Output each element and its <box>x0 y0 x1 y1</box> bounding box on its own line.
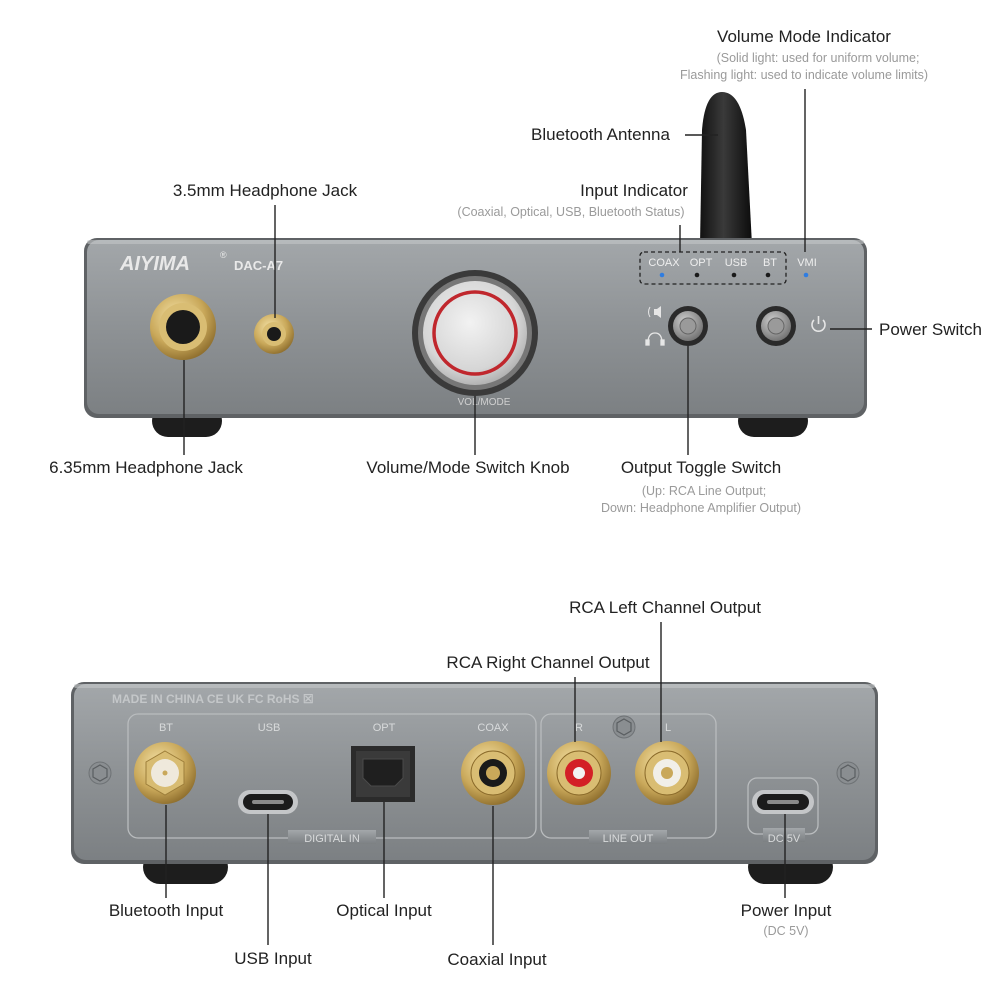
model-name: DAC-A7 <box>234 258 283 273</box>
callout-volume-knob: Volume/Mode Switch Knob <box>366 458 570 477</box>
callout-rca-right: RCA Right Channel Output <box>446 653 650 672</box>
callout-optical-input: Optical Input <box>336 901 432 920</box>
port-label-coax: COAX <box>477 722 509 734</box>
optical-input-port <box>351 746 415 802</box>
volume-mode-knob <box>412 270 538 396</box>
indicator-coax-label: COAX <box>648 257 680 269</box>
power-switch <box>756 306 796 346</box>
indicator-bt-label: BT <box>763 257 777 269</box>
indicator-bt-led <box>765 272 771 278</box>
bluetooth-input-port <box>134 742 196 804</box>
headphone-jack-635 <box>150 294 216 360</box>
callout-power-switch: Power Switch <box>879 320 982 339</box>
usb-input-port <box>238 790 298 814</box>
callout-vmi-note-1: (Solid light: used for uniform volume; <box>716 51 920 65</box>
indicator-usb-label: USB <box>725 257 748 269</box>
callout-bluetooth-input: Bluetooth Input <box>108 901 224 920</box>
callout-coaxial-input: Coaxial Input <box>447 950 547 969</box>
certification-marks: MADE IN CHINA CE UK FC RoHS ☒ <box>112 692 314 706</box>
callout-rca-left: RCA Left Channel Output <box>569 598 761 617</box>
indicator-opt-led <box>694 272 700 278</box>
port-label-r: R <box>575 722 583 734</box>
rca-right-output-port <box>547 741 611 805</box>
callout-volume-mode-indicator: Volume Mode Indicator <box>717 27 891 46</box>
headphone-icon <box>645 332 665 346</box>
callout-usb-input: USB Input <box>234 949 312 968</box>
leader-lines <box>165 89 872 945</box>
port-label-usb: USB <box>258 722 281 734</box>
rear-panel: MADE IN CHINA CE UK FC RoHS ☒ DIGITAL IN… <box>71 682 878 884</box>
digital-in-label: DIGITAL IN <box>304 833 360 845</box>
vmi-label: VMI <box>797 257 817 269</box>
callout-input-indicator-note: (Coaxial, Optical, USB, Bluetooth Status… <box>457 205 685 219</box>
vmi-led <box>803 272 809 278</box>
screw-left <box>88 761 112 785</box>
power-icon <box>811 316 826 332</box>
indicator-coax-led <box>659 272 665 278</box>
line-out-label: LINE OUT <box>603 833 654 845</box>
callout-635mm-jack: 6.35mm Headphone Jack <box>49 458 243 477</box>
callout-power-input: Power Input <box>740 901 832 920</box>
rca-left-output-port <box>635 741 699 805</box>
brand-logo: AIYIMA <box>119 253 190 275</box>
port-label-opt: OPT <box>373 722 396 734</box>
callout-power-input-note: (DC 5V) <box>763 924 809 938</box>
callout-toggle-note-1: (Up: RCA Line Output; <box>641 484 767 498</box>
indicator-opt-label: OPT <box>690 257 713 269</box>
knob-label: VOL/MODE <box>458 397 511 408</box>
registered-mark: ® <box>220 250 227 260</box>
screw-right <box>836 761 860 785</box>
speaker-icon <box>648 306 661 318</box>
screw-center <box>612 715 636 739</box>
coaxial-input-port <box>461 741 525 805</box>
callout-output-toggle: Output Toggle Switch <box>620 458 782 477</box>
callout-input-indicator: Input Indicator <box>580 181 688 200</box>
port-label-bt: BT <box>159 722 173 734</box>
output-toggle-switch <box>668 306 708 346</box>
power-input-port <box>752 790 814 814</box>
callout-toggle-note-2: Down: Headphone Amplifier Output) <box>600 501 802 515</box>
callout-35mm-jack: 3.5mm Headphone Jack <box>172 181 358 200</box>
indicator-usb-led <box>731 272 737 278</box>
bluetooth-antenna <box>700 92 752 245</box>
indicator-group-box <box>639 251 787 285</box>
front-panel: AIYIMA ® DAC-A7 VOL/MODE COAX OPT USB BT <box>84 238 867 437</box>
headphone-jack-35 <box>254 314 294 354</box>
callout-bluetooth-antenna: Bluetooth Antenna <box>531 125 670 144</box>
port-label-l: L <box>665 722 671 734</box>
callout-vmi-note-2: Flashing light: used to indicate volume … <box>679 68 929 82</box>
